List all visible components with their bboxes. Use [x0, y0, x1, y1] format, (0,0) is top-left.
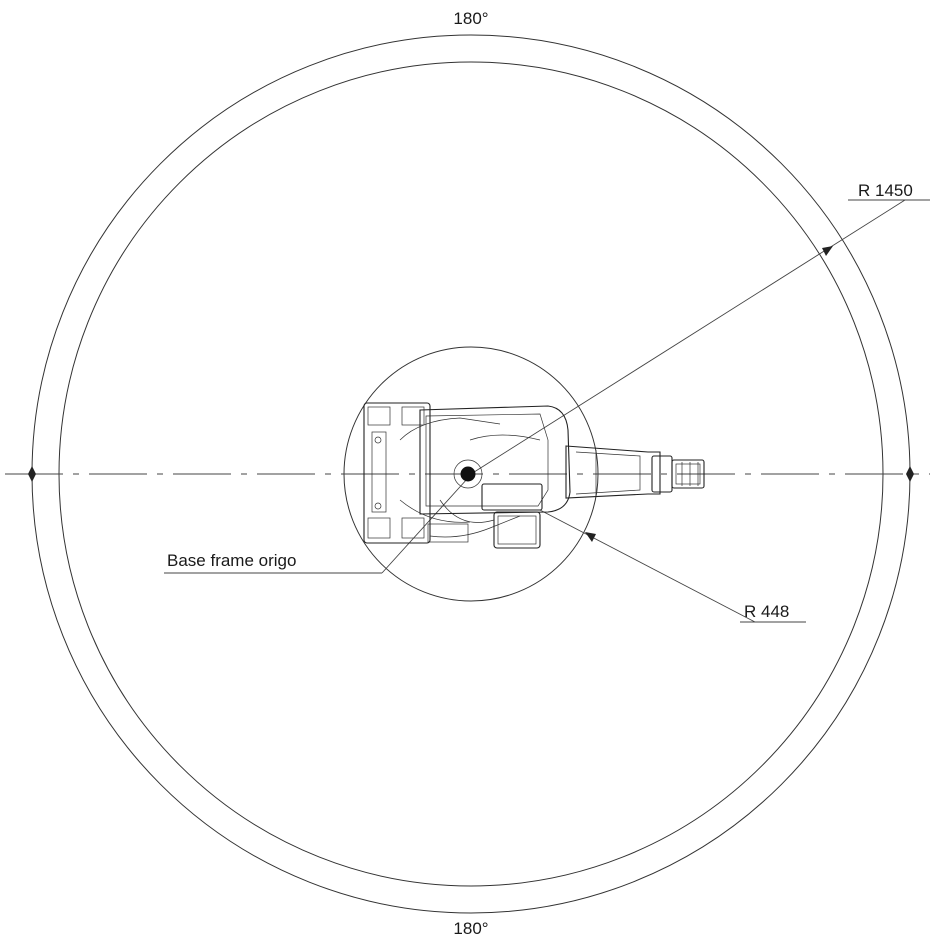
r448-leader-line: [539, 509, 756, 623]
left-axis-arrow: [28, 466, 36, 482]
angle-top-label: 180°: [453, 9, 488, 28]
r1450-leader-line: [470, 199, 906, 475]
robot-top-view: [363, 402, 705, 549]
base-origo-label: Base frame origo: [167, 551, 296, 570]
angle-bottom-label: 180°: [453, 919, 488, 938]
radius-inner-label: R 448: [744, 602, 789, 621]
r1450-arrow-icon: [822, 246, 833, 256]
base-origo-leader-line: [381, 477, 469, 574]
right-axis-arrow: [906, 466, 914, 482]
r448-arrow-icon: [585, 532, 596, 542]
radius-outer-label: R 1450: [858, 181, 913, 200]
